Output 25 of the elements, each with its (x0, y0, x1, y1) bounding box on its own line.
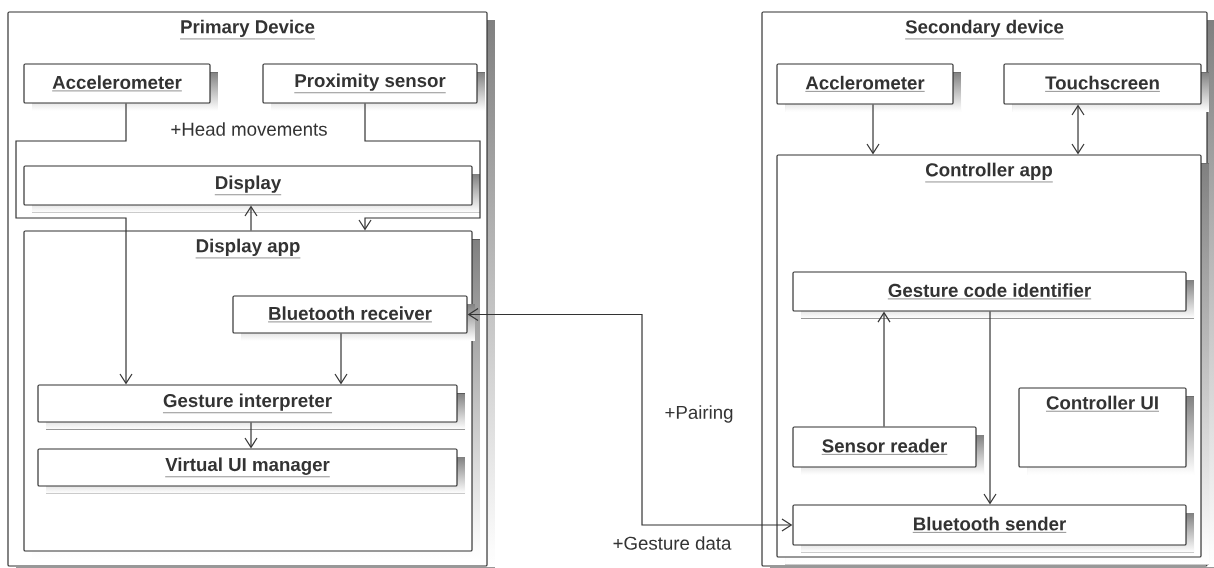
component-box: Touchscreen (1003, 63, 1209, 112)
arrow (1071, 104, 1085, 155)
arrow (334, 333, 348, 385)
component-box: Gesture interpreter (37, 384, 465, 430)
arrow (244, 205, 258, 231)
component-box: Acclerometer (776, 63, 961, 112)
arrow (983, 311, 997, 505)
component-box: Virtual UI manager (37, 448, 465, 494)
arrow (877, 311, 891, 427)
arrow (244, 422, 258, 449)
component-box: Bluetooth sender (792, 504, 1194, 553)
text-label: +Gesture data (611, 534, 733, 552)
component-box: Accelerometer (23, 63, 218, 111)
arrow (866, 104, 880, 155)
arrow (15, 103, 133, 385)
component-box: Sensor reader (792, 426, 984, 475)
arrow (467, 307, 793, 532)
component-box: Proximity sensor (262, 63, 485, 111)
edge-label: +Pairing (663, 403, 735, 425)
component-box: Bluetooth receiver (232, 295, 475, 341)
component-box: Gesture code identifier (792, 271, 1194, 319)
arrow (358, 103, 481, 231)
component-box: Display (23, 165, 480, 213)
node-label: Display app (196, 238, 300, 257)
component-box: Controller UI (1018, 387, 1194, 475)
